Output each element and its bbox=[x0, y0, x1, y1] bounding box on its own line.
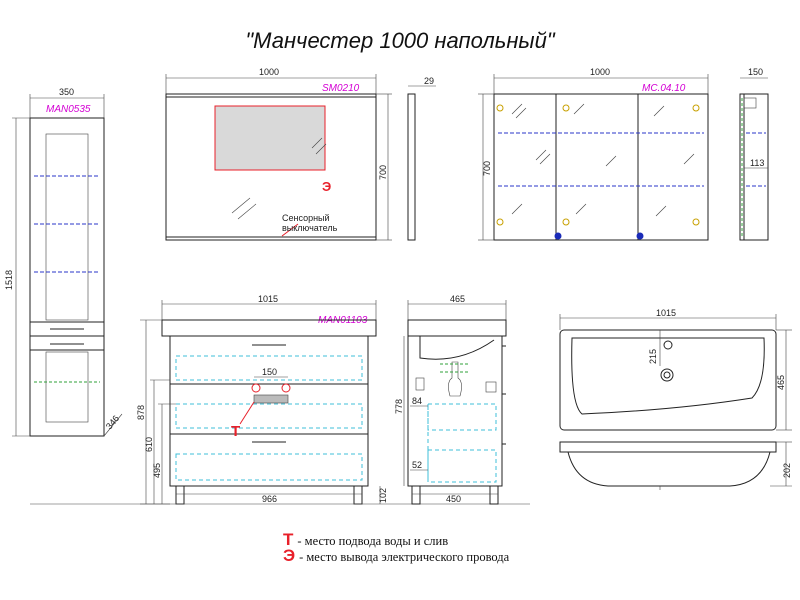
side-offset1-label: 84 bbox=[412, 396, 422, 406]
mirror-height-label: 700 bbox=[378, 165, 388, 180]
cabinet-width-label: 1000 bbox=[590, 67, 610, 77]
pencil-case-view: 350 MAN0535 1518 346 bbox=[4, 87, 123, 437]
sink-depth-label: 465 bbox=[776, 375, 786, 390]
water-mark-vanity: Т bbox=[231, 423, 240, 440]
sensor-label-2: выключатель bbox=[282, 223, 338, 233]
sensor-label-1: Сенсорный bbox=[282, 213, 330, 223]
vanity-h2-label: 610 bbox=[144, 437, 154, 452]
vanity-pipe-spacing-label: 150 bbox=[262, 367, 277, 377]
electric-legend-text: - место вывода электрического провода bbox=[299, 550, 510, 564]
vanity-inner-width-label: 966 bbox=[262, 494, 277, 504]
mirror-code: SM0210 bbox=[322, 83, 360, 94]
vanity-legs-label: 102 bbox=[378, 488, 388, 503]
sink-width-label: 1015 bbox=[656, 308, 676, 318]
pencil-case-height-label: 1518 bbox=[4, 270, 14, 290]
sink-views: 1015 215 465 202 bbox=[559, 308, 792, 490]
water-legend-symbol: Т bbox=[283, 530, 294, 549]
vanity-height-label: 878 bbox=[136, 405, 146, 420]
water-legend-text: - место подвода воды и слив bbox=[297, 534, 449, 548]
mirror-view: 1000 SM0210 Э Сенсорный выключатель 700 … bbox=[165, 67, 436, 241]
side-depth-top-label: 465 bbox=[450, 294, 465, 304]
pencil-case-depth-label: 346 bbox=[104, 413, 121, 431]
drawing-title: "Манчестер 1000 напольный" bbox=[245, 28, 555, 53]
pencil-case-width-label: 350 bbox=[59, 87, 74, 97]
side-height-label: 778 bbox=[394, 399, 404, 414]
side-offset2-label: 52 bbox=[412, 460, 422, 470]
sink-height-label: 202 bbox=[782, 463, 792, 478]
side-depth-bottom-label: 450 bbox=[446, 494, 461, 504]
electric-mark-mirror: Э bbox=[322, 179, 331, 194]
vanity-h3-label: 495 bbox=[152, 463, 162, 478]
cabinet-height-label: 700 bbox=[482, 161, 492, 176]
pencil-case-code: MAN0535 bbox=[46, 104, 91, 115]
legend-electric: Э- место вывода электрического провода bbox=[283, 546, 509, 566]
vanity-width-label: 1015 bbox=[258, 294, 278, 304]
mirror-width-label: 1000 bbox=[259, 67, 279, 77]
mirror-depth-label: 29 bbox=[424, 76, 434, 86]
legend-water: Т- место подвода воды и слив bbox=[283, 530, 448, 550]
vanity-front-view: 1015 MAN01103 150 Т 878 610 495 966 bbox=[30, 294, 530, 505]
vanity-side-view: 465 778 84 52 450 bbox=[394, 294, 507, 505]
cabinet-code: MC.04.10 bbox=[642, 83, 686, 94]
cabinet-shelf-label: 113 bbox=[750, 158, 764, 168]
electric-legend-symbol: Э bbox=[283, 546, 296, 565]
sink-hole-offset-label: 215 bbox=[648, 349, 658, 364]
cabinet-depth-label: 150 bbox=[748, 67, 763, 77]
mirror-cabinet-view: 1000 MC.04.10 700 150 bbox=[478, 67, 769, 241]
